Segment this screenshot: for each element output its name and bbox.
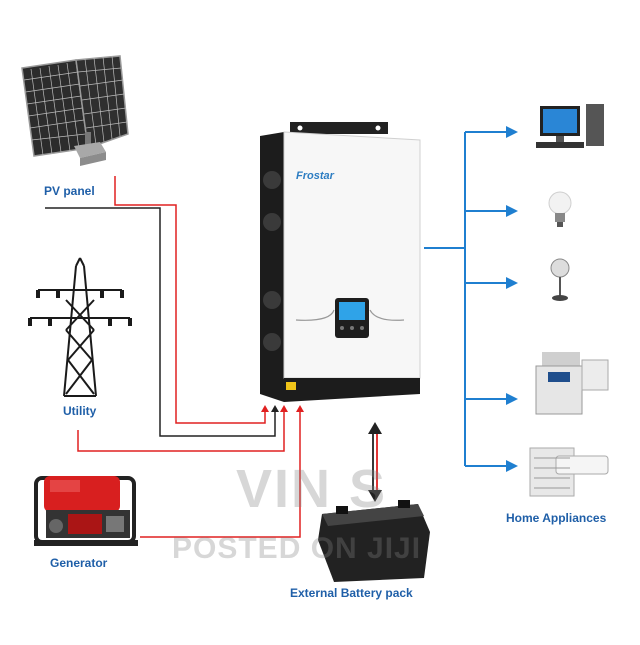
utility-tower-icon [28,257,132,397]
battery-double-arrow [368,422,382,502]
red-wires [77,176,301,538]
computer-icon [536,104,604,148]
battery-label: External Battery pack [290,586,413,600]
light-bulb-icon [548,191,572,227]
output-distribution-arrows [424,131,508,467]
inverter-input-arrows [261,405,304,412]
generator-icon [34,476,138,546]
inverter-icon [260,122,421,402]
printer-icon [535,352,609,415]
utility-label: Utility [63,404,97,418]
fan-icon [550,258,570,301]
battery-icon [318,500,430,582]
home-appliances-label: Home Appliances [506,511,607,525]
air-conditioner-icon [529,447,609,497]
output-arrowheads [506,126,518,472]
black-wires [45,207,276,437]
pv-panel-label: PV panel [44,184,95,198]
inverter-brand: Frostar [296,170,334,182]
solar-panel-icon [21,55,129,166]
generator-label: Generator [50,556,108,570]
